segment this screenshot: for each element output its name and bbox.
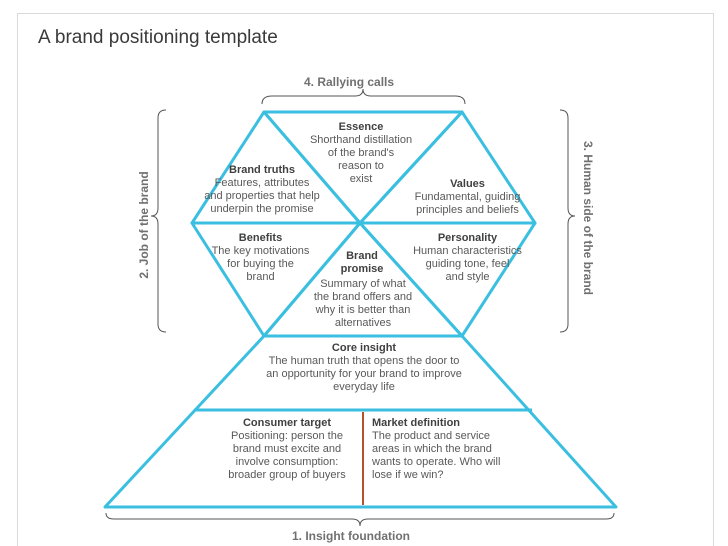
consumer-target-box: Consumer target Positioning: person the … — [212, 417, 362, 482]
brand-promise-text-line: alternatives — [334, 317, 392, 329]
benefits-text-line: The key motivations — [211, 245, 310, 257]
insight-foundation-label: 1. Insight foundation — [292, 529, 410, 543]
market-definition-text-line: The product and service — [372, 430, 491, 442]
core-insight-heading: Core insight — [331, 342, 397, 354]
core-insight-text-line: The human truth that opens the door to — [268, 355, 460, 367]
brand-truths-text-line: and properties that help — [204, 190, 320, 202]
rallying-calls-label: 4. Rallying calls — [304, 75, 395, 89]
consumer-target-text-line: involve consumption: — [235, 456, 339, 468]
job-of-brand-brace — [150, 109, 167, 333]
consumer-target-text-line: broader group of buyers — [228, 469, 346, 481]
brand-promise-heading: Brand promise — [330, 250, 394, 276]
personality-heading: Personality — [437, 232, 498, 244]
brand-promise-text-line: Summary of what — [320, 278, 406, 290]
core-insight-text-line: everyday life — [333, 381, 395, 393]
values-heading: Values — [450, 178, 485, 190]
foundation-pyramid — [103, 334, 618, 509]
benefits-box: Benefits The key motivations for buying … — [198, 232, 323, 284]
brand-truths-box: Brand truths Features, attributes and pr… — [192, 164, 332, 216]
personality-text-line: and style — [445, 271, 490, 283]
benefits-text-line: for buying the — [227, 258, 294, 270]
bottom-right-triangle — [358, 221, 537, 338]
brand-promise-text-line: the brand offers and — [313, 291, 413, 303]
job-of-brand-label: 2. Job of the brand — [137, 171, 151, 279]
brand-promise-box: Summary of what the brand offers and why… — [298, 278, 428, 330]
consumer-target-text-line: Positioning: person the — [231, 430, 343, 442]
market-definition-text-line: lose if we win? — [372, 469, 444, 481]
brand-truths-heading: Brand truths — [229, 164, 295, 176]
brand-truths-text-line: Features, attributes — [214, 177, 310, 189]
core-insight-text-line: an opportunity for your brand to improve — [266, 368, 462, 380]
personality-text-line: Human characteristics — [413, 245, 522, 257]
insight-foundation-brace — [105, 512, 615, 527]
essence-text-line: exist — [349, 173, 373, 185]
brand-promise-heading-line: Brand — [346, 250, 378, 262]
personality-box: Personality Human characteristics guidin… — [400, 232, 535, 284]
values-text-line: principles and beliefs — [416, 204, 519, 216]
brand-truths-text-line: underpin the promise — [210, 203, 314, 215]
slide-frame — [17, 13, 714, 546]
essence-text-line: of the brand's — [327, 147, 395, 159]
personality-text-line: guiding tone, feel — [425, 258, 510, 270]
essence-box: Essence Shorthand distillation of the br… — [296, 121, 426, 186]
rallying-calls-brace — [261, 88, 466, 105]
market-definition-text-line: wants to operate. Who will — [372, 456, 501, 468]
consumer-target-text-line: brand must excite and — [232, 443, 342, 455]
market-definition-heading: Market definition — [372, 417, 461, 429]
market-definition-text-line: areas in which the brand — [372, 443, 492, 455]
values-box: Values Fundamental, guiding principles a… — [400, 178, 535, 217]
consumer-target-heading: Consumer target — [242, 417, 332, 429]
benefits-text-line: brand — [246, 271, 275, 283]
essence-text-line: reason to — [338, 160, 384, 172]
market-definition-box: Market definition The product and servic… — [372, 417, 532, 482]
essence-text-line: Shorthand distillation — [309, 134, 413, 146]
essence-heading: Essence — [338, 121, 384, 133]
core-insight-box: Core insight The human truth that opens … — [248, 342, 480, 394]
benefits-heading: Benefits — [238, 232, 283, 244]
human-side-brace — [559, 109, 576, 333]
brand-promise-text-line: why it is better than — [315, 304, 411, 316]
values-text-line: Fundamental, guiding — [414, 191, 521, 203]
page-title: A brand positioning template — [38, 27, 278, 48]
brand-promise-heading-line: promise — [340, 263, 384, 275]
human-side-label: 3. Human side of the brand — [581, 140, 595, 296]
